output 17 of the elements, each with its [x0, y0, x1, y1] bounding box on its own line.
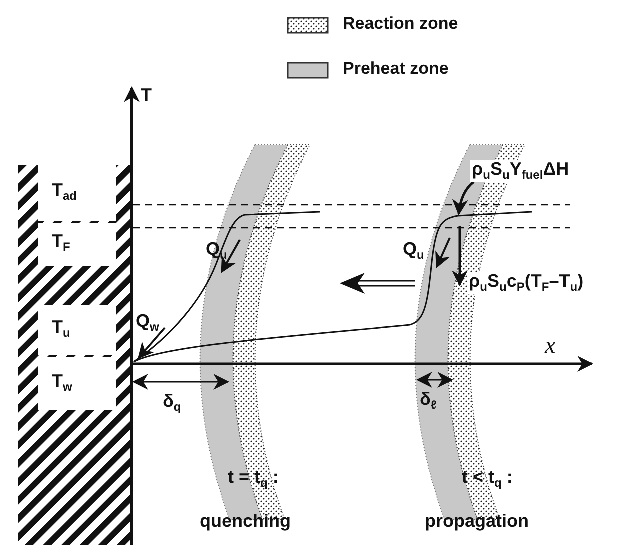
heat-flux-label: Q$_{w}$: [136, 312, 160, 334]
axis-label: x: [545, 333, 556, 360]
temperature-label: T$_{u}$: [52, 318, 70, 340]
temperature-label: T$_{F}$: [52, 232, 70, 254]
axis-label: T: [141, 86, 152, 106]
caption-label: quenching: [200, 512, 291, 532]
legend-label: Preheat zone: [343, 60, 449, 79]
condition-label: t = t$_{q}$ :: [228, 468, 279, 490]
caption-label: propagation: [425, 512, 529, 532]
temperature-label: T$_{ad}$: [52, 181, 78, 204]
thickness-label: δ$_{q}$: [163, 392, 182, 414]
temperature-label: T$_{w}$: [52, 372, 72, 394]
formula-label: ρ$_{u}$S$_{u}$c$_{P}$(T$_{F}$–T$_{u}$): [467, 272, 586, 294]
legend-label: Reaction zone: [343, 15, 458, 34]
condition-label: t < t$_{q}$ :: [462, 468, 513, 490]
heat-flux-label: Q$_{u}$: [403, 240, 424, 262]
thickness-label: δ$_{ℓ}$: [420, 390, 437, 412]
